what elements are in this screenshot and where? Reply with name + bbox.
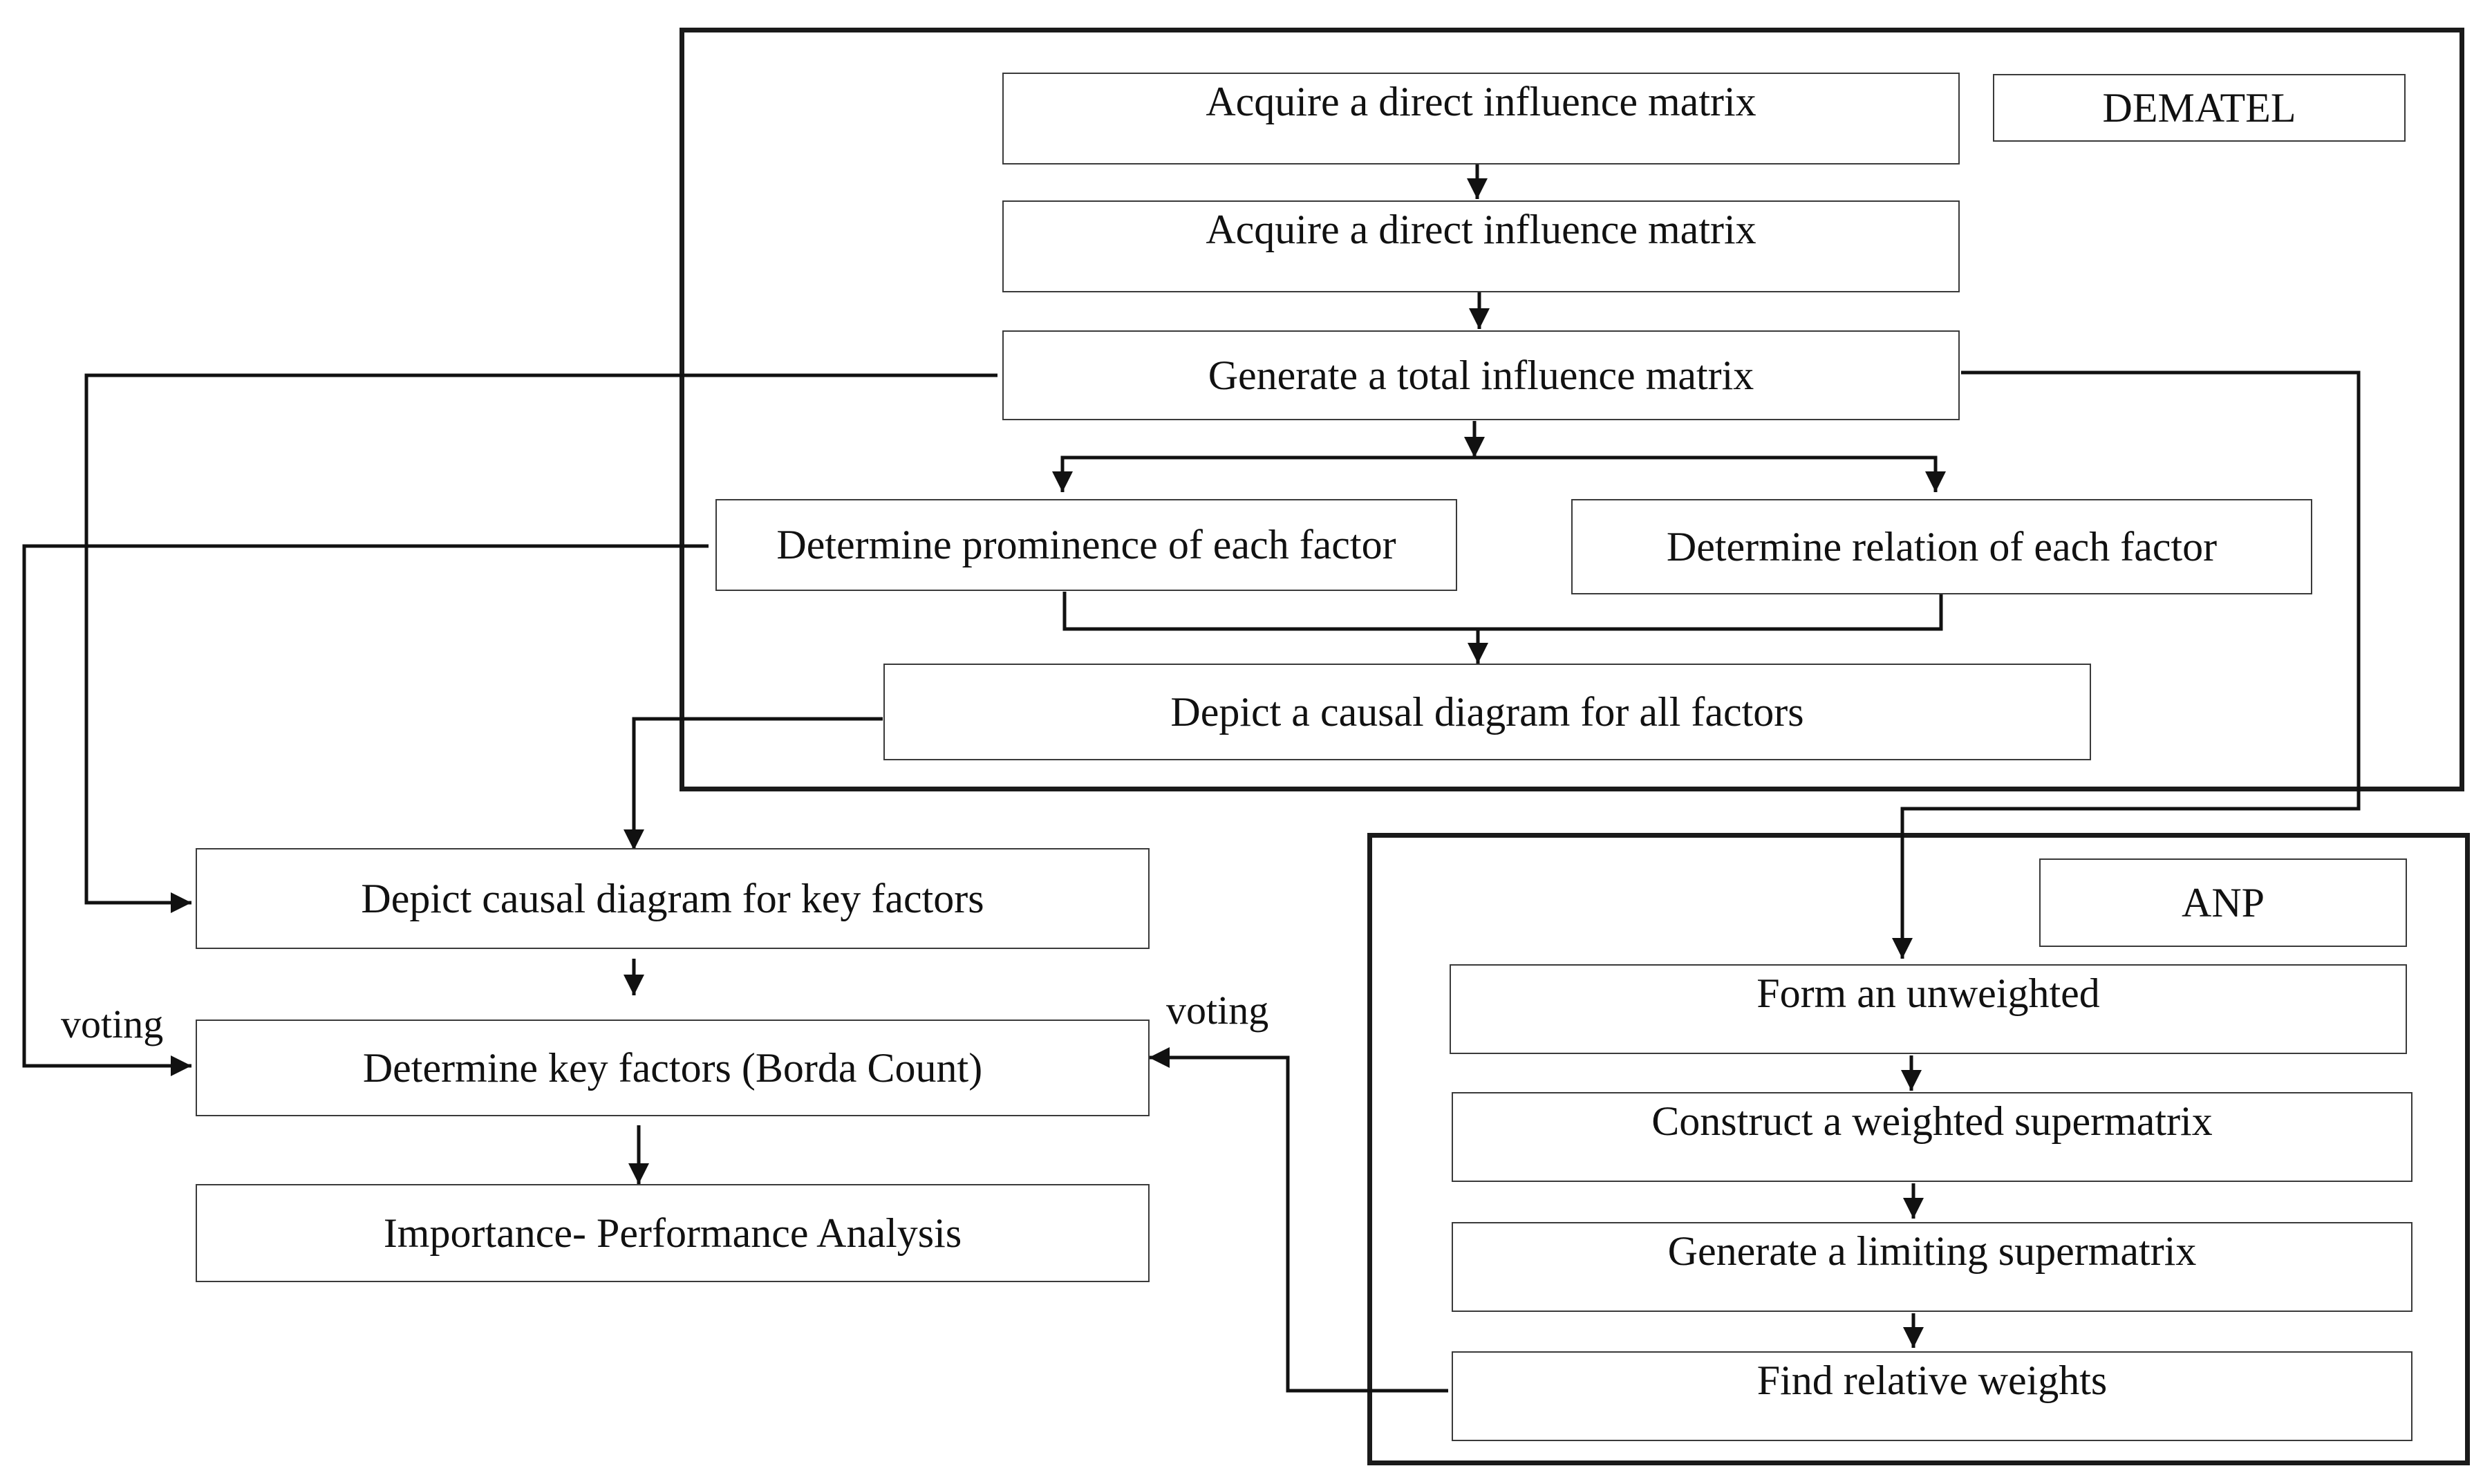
link-a4-to-m2 [1149, 1047, 1448, 1393]
dematel-title-box: DEMATEL [1993, 74, 2406, 142]
step-form-unweighted: Form an unweighted [1450, 964, 2407, 1054]
link-s3-to-a1 [1892, 370, 2361, 959]
step-generate-limiting-supermatrix: Generate a limiting supermatrix [1452, 1222, 2412, 1312]
step-depict-causal-diagram-key: Depict causal diagram for key factors [196, 848, 1150, 949]
step-acquire-direct-influence-1: Acquire a direct influence matrix [1002, 73, 1960, 165]
step-importance-performance-analysis: Importance- Performance Analysis [196, 1184, 1150, 1282]
voting-label-right: voting [1166, 988, 1269, 1033]
link-s6-to-m1 [624, 717, 883, 850]
step-label: Determine prominence of each factor [776, 522, 1396, 567]
step-generate-total-influence: Generate a total influence matrix [1002, 330, 1960, 420]
step-label: Acquire a direct influence matrix [1206, 79, 1756, 124]
step-determine-key-factors: Determine key factors (Borda Count) [196, 1020, 1150, 1116]
anp-group-frame [1367, 833, 2470, 1465]
step-find-relative-weights: Find relative weights [1452, 1351, 2412, 1441]
link-s4-to-m2 [22, 544, 709, 1076]
step-label: Determine relation of each factor [1666, 523, 2218, 570]
step-label: Depict causal diagram for key factors [361, 875, 984, 921]
dematel-group-frame [680, 28, 2464, 791]
step-label: Acquire a direct influence matrix [1206, 207, 1756, 252]
anp-title: ANP [2181, 879, 2265, 926]
step-depict-causal-diagram-all: Depict a causal diagram for all factors [883, 664, 2091, 760]
step-acquire-direct-influence-2: Acquire a direct influence matrix [1002, 200, 1960, 292]
step-determine-relation: Determine relation of each factor [1571, 499, 2312, 594]
step-label: Construct a weighted supermatrix [1651, 1098, 2213, 1144]
anp-title-box: ANP [2039, 858, 2407, 947]
step-label: Depict a causal diagram for all factors [1170, 688, 1804, 735]
step-label: Generate a total influence matrix [1208, 352, 1754, 398]
step-label: Form an unweighted [1756, 970, 2100, 1016]
merge-s4-s5 [1062, 592, 1943, 631]
dematel-title: DEMATEL [2102, 84, 2296, 131]
link-s3-to-m1 [84, 373, 997, 913]
step-label: Importance- Performance Analysis [383, 1210, 962, 1256]
step-label: Generate a limiting supermatrix [1667, 1228, 2197, 1274]
split-to-s4 [1052, 455, 1474, 492]
step-determine-prominence: Determine prominence of each factor [715, 499, 1457, 591]
step-construct-weighted-supermatrix: Construct a weighted supermatrix [1452, 1092, 2412, 1182]
voting-label-left: voting [61, 1002, 164, 1046]
step-label: Find relative weights [1756, 1358, 2108, 1403]
split-to-s5 [1474, 455, 1946, 492]
step-label: Determine key factors (Borda Count) [362, 1044, 983, 1091]
